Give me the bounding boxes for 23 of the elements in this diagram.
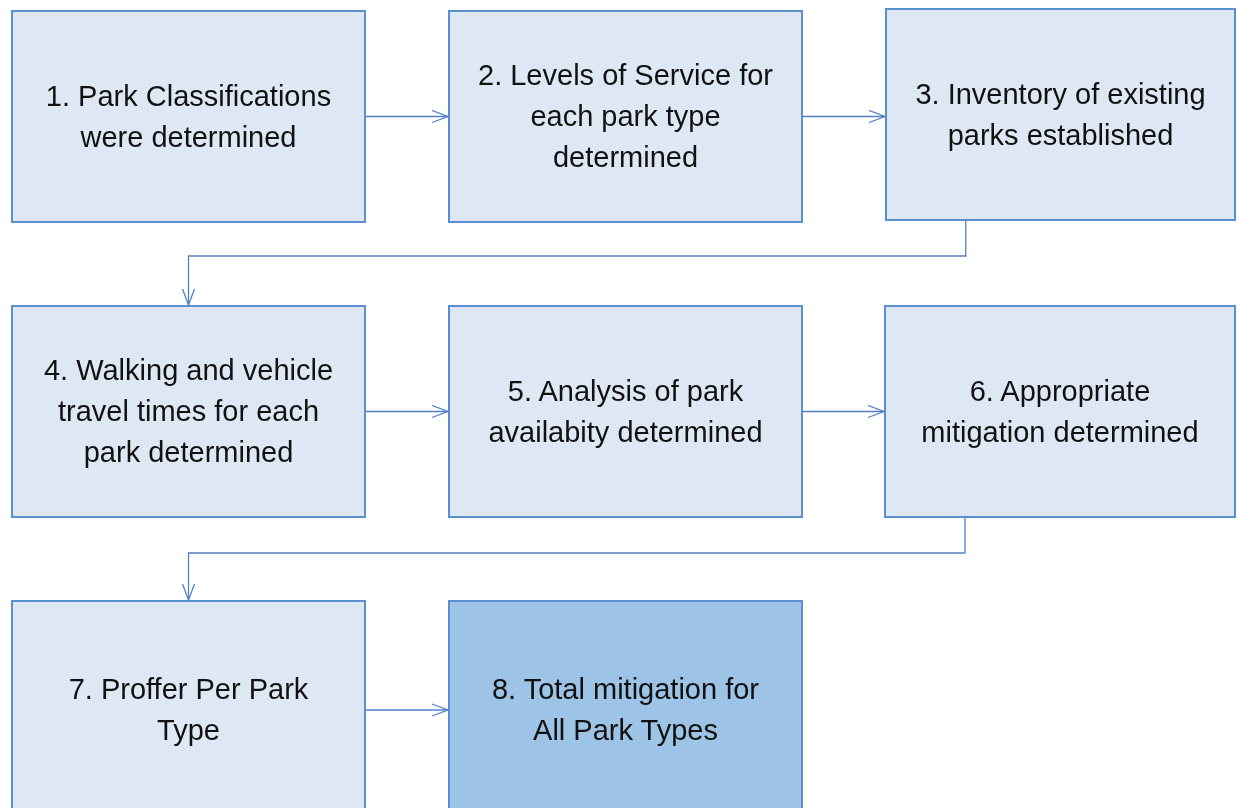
process-box: [448, 10, 803, 223]
step-text: 6. Appropriate mitigation determined: [920, 373, 1200, 450]
arrow: [365, 109, 449, 124]
step-text: 1. Park Classifications were determined: [44, 78, 333, 155]
step-text: 5. Analysis of park availabity determined: [487, 373, 764, 450]
arrow: [181, 220, 967, 306]
step-text: 8. Total mitigation for All Park Types: [490, 672, 760, 748]
step-text: 7. Proffer Per Park Type: [67, 672, 310, 748]
process-box: [884, 305, 1236, 518]
process-box: [11, 305, 366, 518]
step-text: 4. Walking and vehicle travel times for each park determined: [42, 353, 335, 470]
step-text: 2. Levels of Service for each park type determined: [477, 58, 774, 175]
process-box: [885, 8, 1236, 221]
process-box: [448, 305, 803, 518]
arrow: [181, 517, 966, 601]
arrow: [802, 404, 885, 419]
arrow: [365, 703, 449, 717]
process-box: [11, 10, 366, 223]
step-text: 3. Inventory of existing parks established: [914, 76, 1207, 153]
arrow: [365, 404, 449, 419]
arrow: [802, 109, 886, 124]
process-box: [11, 600, 366, 808]
process-box: [448, 600, 803, 808]
